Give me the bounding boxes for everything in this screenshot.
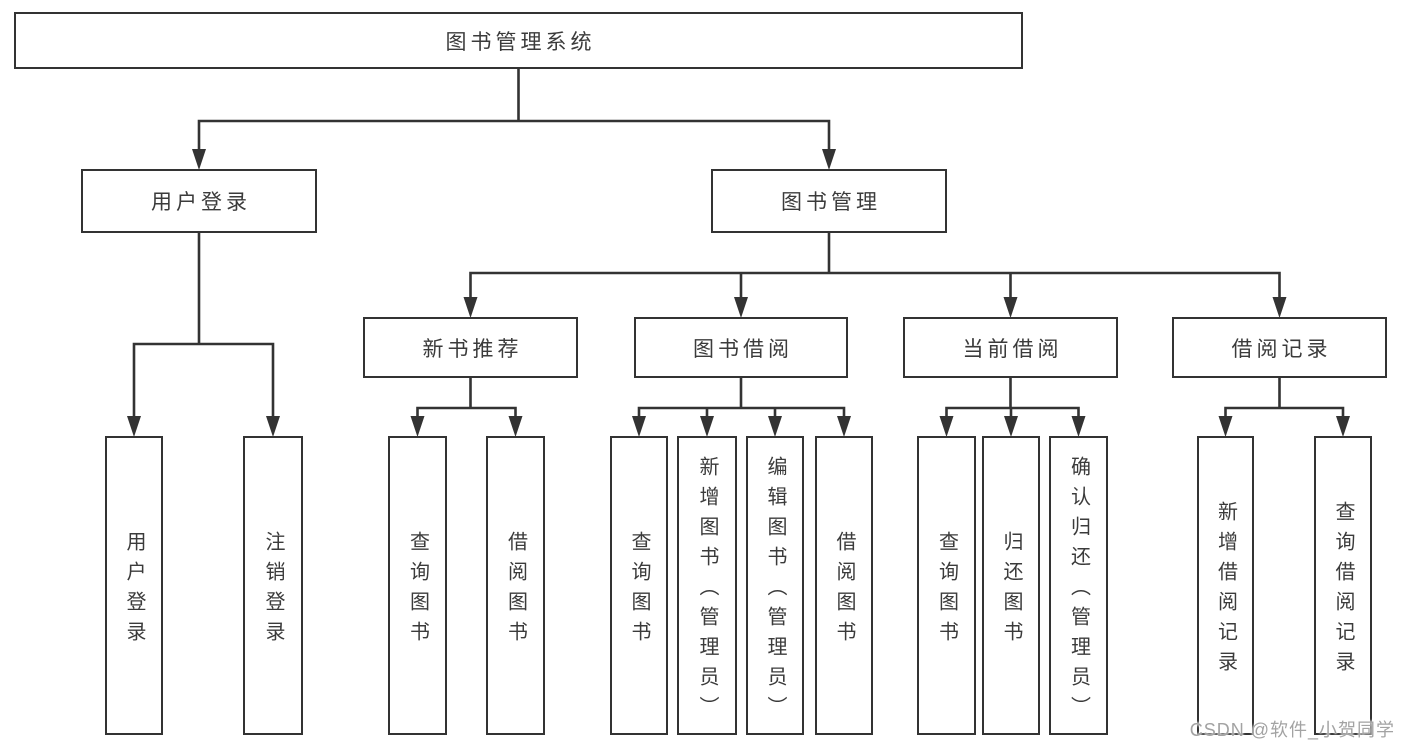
diagram-node-leaf-cb-return: 归还图书 bbox=[982, 436, 1040, 735]
node-label: 确认归还（管理员） bbox=[1067, 455, 1090, 726]
diagram-node-current-borrow: 当前借阅 bbox=[903, 317, 1118, 378]
node-label: 归还图书 bbox=[1000, 530, 1022, 651]
node-label: 查询图书 bbox=[935, 530, 958, 651]
diagram-node-leaf-bb-query: 查询图书 bbox=[610, 436, 668, 735]
arrowhead-icon bbox=[700, 416, 714, 437]
arrowhead-icon bbox=[127, 416, 141, 437]
node-label: 新增图书（管理员） bbox=[696, 455, 718, 726]
arrowhead-icon bbox=[837, 416, 851, 437]
diagram-node-user-login: 用户登录 bbox=[81, 169, 317, 233]
arrowhead-icon bbox=[1003, 297, 1018, 318]
diagram-node-leaf-nb-query: 查询图书 bbox=[388, 436, 447, 735]
diagram-node-book-borrow: 图书借阅 bbox=[634, 317, 848, 378]
diagram-node-borrow-records: 借阅记录 bbox=[1172, 317, 1387, 378]
arrowhead-icon bbox=[1218, 416, 1233, 437]
arrowhead-icon bbox=[822, 149, 836, 170]
node-label: 查询借阅记录 bbox=[1332, 500, 1354, 681]
diagram-node-leaf-cb-confirm: 确认归还（管理员） bbox=[1049, 436, 1108, 735]
node-label: 注销登录 bbox=[262, 530, 284, 651]
edge-borrow-records bbox=[1218, 376, 1350, 437]
node-label: 查询图书 bbox=[406, 530, 429, 651]
arrowhead-icon bbox=[1272, 297, 1287, 318]
edge-lines bbox=[637, 376, 846, 426]
arrowhead-icon bbox=[192, 149, 206, 170]
node-label: 借阅图书 bbox=[833, 530, 855, 651]
arrowhead-icon bbox=[266, 416, 280, 437]
diagram-node-leaf-bb-edit: 编辑图书（管理员） bbox=[746, 436, 804, 735]
node-label: 当前借阅 bbox=[962, 337, 1063, 361]
arrowhead-icon bbox=[939, 416, 954, 437]
arrowhead-icon bbox=[1004, 416, 1018, 437]
node-label: 图书借阅 bbox=[693, 337, 793, 361]
arrowhead-icon bbox=[508, 416, 523, 437]
arrowhead-icon bbox=[1071, 416, 1086, 437]
arrowhead-icon bbox=[768, 416, 782, 437]
diagram-node-book-mgmt: 图书管理 bbox=[711, 169, 947, 233]
edge-lines bbox=[1224, 376, 1345, 426]
edge-lines bbox=[469, 231, 1281, 307]
diagram-node-leaf-cb-query: 查询图书 bbox=[917, 436, 976, 735]
node-label: 编辑图书（管理员） bbox=[764, 455, 786, 726]
diagram-node-root: 图书管理系统 bbox=[14, 12, 1023, 69]
node-label: 用户登录 bbox=[123, 530, 145, 651]
edge-lines bbox=[416, 376, 517, 426]
edge-current-borrow bbox=[939, 376, 1086, 437]
diagram-node-leaf-nb-borrow: 借阅图书 bbox=[486, 436, 545, 735]
edge-new-book-rec bbox=[410, 376, 523, 437]
arrowhead-icon bbox=[734, 297, 748, 318]
edge-root bbox=[192, 67, 836, 170]
edge-book-borrow bbox=[632, 376, 851, 437]
diagram-node-leaf-bb-borrow: 借阅图书 bbox=[815, 436, 873, 735]
node-label: 用户登录 bbox=[151, 191, 251, 214]
diagram-node-leaf-br-add: 新增借阅记录 bbox=[1197, 436, 1254, 735]
node-label: 借阅图书 bbox=[504, 530, 527, 651]
diagram-node-leaf-bb-add: 新增图书（管理员） bbox=[677, 436, 737, 735]
edge-lines bbox=[132, 231, 275, 426]
diagram-node-new-book-rec: 新书推荐 bbox=[363, 317, 578, 378]
edge-lines bbox=[197, 67, 831, 159]
arrowhead-icon bbox=[410, 416, 425, 437]
arrowhead-icon bbox=[632, 416, 646, 437]
node-label: 图书管理系统 bbox=[445, 30, 596, 54]
diagram-node-leaf-user-login: 用户登录 bbox=[105, 436, 163, 735]
diagram-node-leaf-br-query: 查询借阅记录 bbox=[1314, 436, 1372, 735]
diagram-node-leaf-logout: 注销登录 bbox=[243, 436, 303, 735]
edge-book-mgmt bbox=[463, 231, 1287, 318]
arrowhead-icon bbox=[1336, 416, 1350, 437]
edge-user-login bbox=[127, 231, 280, 437]
node-label: 新书推荐 bbox=[422, 337, 523, 361]
watermark: CSDN @软件_小贺同学 bbox=[1189, 720, 1395, 740]
arrowhead-icon bbox=[463, 297, 478, 318]
node-label: 查询图书 bbox=[628, 530, 650, 651]
node-label: 图书管理 bbox=[781, 191, 881, 214]
node-label: 借阅记录 bbox=[1231, 337, 1332, 361]
node-label: 新增借阅记录 bbox=[1214, 500, 1237, 681]
